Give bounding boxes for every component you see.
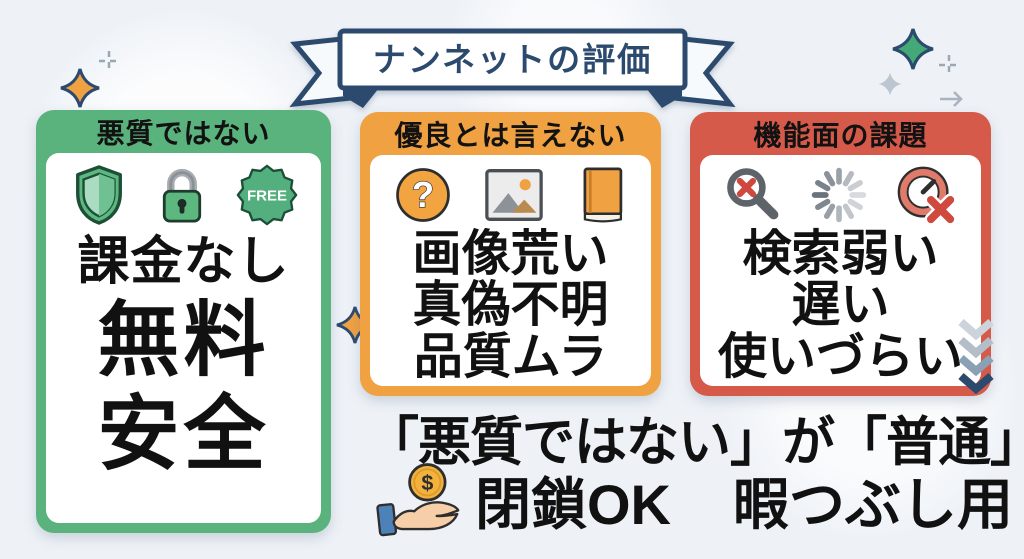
sparkle-gray-icon (878, 72, 902, 96)
chevrons-down-icon (958, 318, 994, 395)
free-badge-label: FREE (246, 188, 286, 205)
money-hand-icon: $ (376, 462, 460, 536)
issue-line: 画像荒い (412, 227, 609, 281)
card-functional-issues: 機能面の課題 (690, 112, 991, 396)
card-not-malicious: 悪質ではない FREE (36, 110, 331, 533)
question-glyph: ? (411, 174, 433, 215)
title-ribbon (289, 28, 736, 108)
issue-line: 真偽不明 (412, 278, 609, 333)
card-header: 機能面の課題 (753, 119, 928, 151)
plus-mark-icon (939, 55, 959, 75)
issue-line: 遅い (791, 278, 890, 333)
image-icon (484, 169, 543, 221)
shield-icon (75, 165, 122, 225)
icons-row (700, 163, 981, 227)
benefit-line: 課金なし (77, 233, 290, 291)
card-body: 検索弱い 遅い 使いづらい (700, 155, 981, 386)
arrow-right-icon (940, 91, 963, 107)
card-not-excellent: 優良とは言えない ? 画像荒 (360, 112, 661, 396)
card-header: 悪質ではない (96, 117, 271, 149)
issue-line: 使いづらい (717, 329, 963, 384)
book-icon (583, 167, 622, 223)
benefit-line: 安全 (97, 388, 270, 480)
summary-headline: 「悪質ではない」が「普通」 (366, 413, 1024, 472)
icons-row: FREE (46, 163, 321, 227)
closure-ok-text: 閉鎖OK (475, 473, 671, 536)
issue-line: 検索弱い (742, 227, 939, 281)
issue-line: 品質ムラ (413, 329, 608, 384)
card-header: 優良とは言えない (394, 119, 627, 151)
loading-spinner-icon (811, 167, 866, 223)
sparkle-orange-icon (60, 68, 100, 108)
benefit-line: 無料 (97, 294, 270, 386)
slow-gauge-icon (897, 166, 957, 226)
question-icon: ? (395, 168, 450, 222)
page-title: ナンネットの評価 (372, 41, 653, 78)
plus-mark-icon (99, 51, 119, 71)
dollar-glyph: $ (421, 470, 433, 494)
icons-row: ? (370, 163, 651, 227)
broken-search-icon (726, 168, 778, 220)
sparkle-green-icon (892, 28, 934, 70)
pastime-text: 暇つぶし用 (733, 473, 1013, 536)
free-badge-icon: FREE (236, 164, 297, 226)
lock-icon (162, 168, 201, 223)
summary-details: $ 閉鎖OK 暇つぶし用 (366, 460, 1022, 541)
card-body: FREE 課金なし 無料 安全 (46, 153, 321, 523)
card-body: ? 画像荒い 真偽不明 品質ムラ (370, 155, 651, 386)
